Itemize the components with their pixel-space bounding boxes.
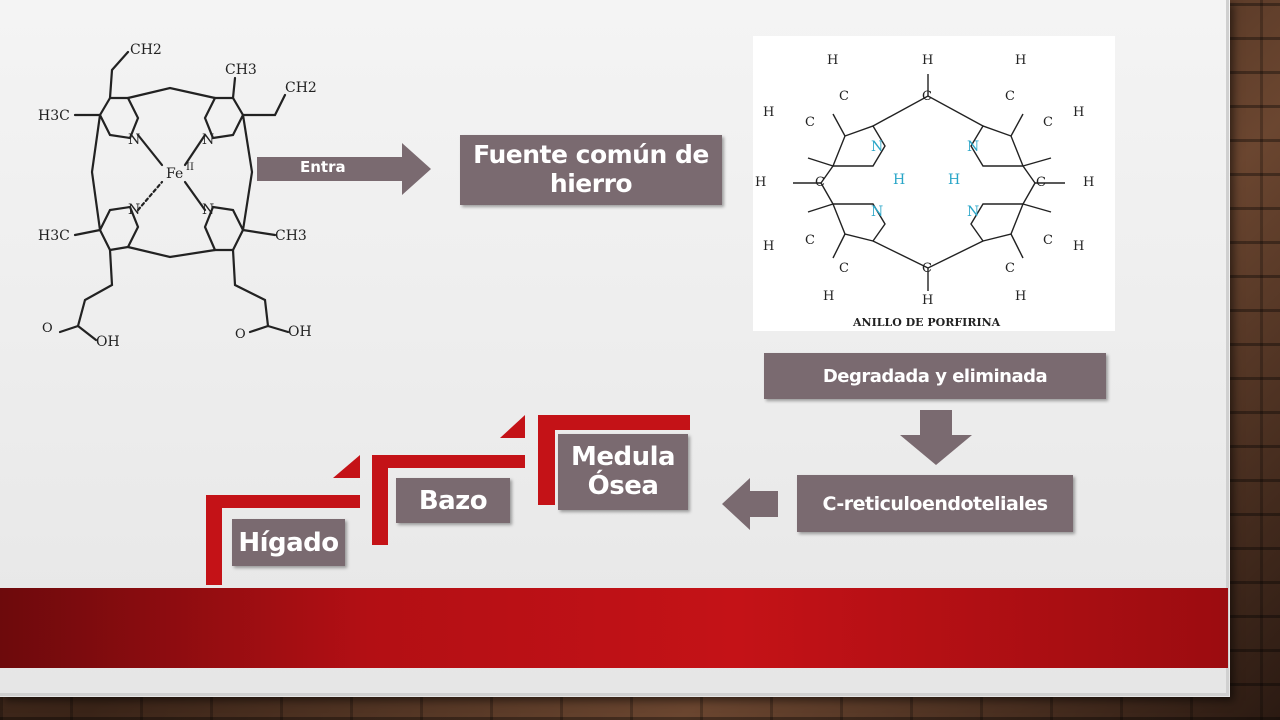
red-footer-band [0, 588, 1228, 668]
porphyrin-image: H H H H H H H H H H H H C C C C C C C C … [753, 36, 1115, 331]
n-atom-bottom-right: N [967, 204, 979, 220]
c-atom: C [922, 261, 932, 276]
h-atom: H [823, 289, 834, 304]
fe-label: Fe [166, 166, 183, 182]
h-atom: H [755, 175, 766, 190]
h-atom: H [922, 53, 933, 68]
methyl-right-bottom-label: CH3 [275, 228, 307, 244]
heme-structure: CH2 CH3 CH2 H3C H3C CH3 Fe II N N N N O … [38, 42, 317, 350]
nh-hydrogen-left: H [893, 172, 905, 188]
fe-charge-label: II [186, 162, 194, 173]
c-atom: C [839, 261, 849, 276]
n-atom-top-right: N [967, 139, 979, 155]
svg-text:O: O [42, 321, 53, 336]
h-atom: H [1073, 105, 1084, 120]
higado-box: Hígado [232, 519, 345, 566]
c-atom: C [1005, 261, 1015, 276]
n-bottom-right: N [202, 202, 214, 218]
nh-hydrogen-right: H [948, 172, 960, 188]
down-arrow [900, 410, 972, 465]
svg-text:O: O [235, 327, 246, 342]
h-atom: H [1015, 289, 1026, 304]
oh-left-label: OH [96, 334, 120, 350]
porphyrin-caption: ANILLO DE PORFIRINA [852, 316, 1001, 329]
staircase-brackets [206, 415, 690, 585]
c-atom: C [1043, 115, 1053, 130]
c-atom: C [805, 115, 815, 130]
medula-box: Medula Ósea [558, 434, 688, 510]
entra-label: Entra [300, 158, 346, 176]
h-atom: H [763, 105, 774, 120]
bazo-box: Bazo [396, 478, 510, 523]
c-atom: C [805, 233, 815, 248]
n-top-left: N [128, 132, 140, 148]
n-atom-top-left: N [871, 139, 883, 155]
vinyl-top-label: CH2 [130, 42, 162, 58]
h-atom: H [1083, 175, 1094, 190]
methyl-top-right-label: CH3 [225, 62, 257, 78]
c-atom: C [839, 89, 849, 104]
h-atom: H [1073, 239, 1084, 254]
h-atom: H [763, 239, 774, 254]
c-atom: C [1005, 89, 1015, 104]
c-atom: C [1036, 175, 1046, 190]
vinyl-right-label: CH2 [285, 80, 317, 96]
c-atom: C [1043, 233, 1053, 248]
left-arrow [722, 478, 778, 530]
oh-right-label: OH [288, 324, 312, 340]
fuente-box: Fuente común de hierro [460, 135, 722, 205]
n-bottom-left: N [128, 202, 140, 218]
c-atom: C [815, 175, 825, 190]
methyl-left-bottom-label: H3C [38, 228, 70, 244]
c-atom: C [922, 89, 932, 104]
n-top-right: N [202, 132, 214, 148]
creticulo-box: C-reticuloendoteliales [797, 475, 1073, 532]
entra-arrow [257, 143, 431, 195]
h-atom: H [827, 53, 838, 68]
n-atom-bottom-left: N [871, 204, 883, 220]
h-atom: H [1015, 53, 1026, 68]
degradada-box: Degradada y eliminada [764, 353, 1106, 399]
h-atom: H [922, 293, 933, 308]
methyl-left-top-label: H3C [38, 108, 70, 124]
